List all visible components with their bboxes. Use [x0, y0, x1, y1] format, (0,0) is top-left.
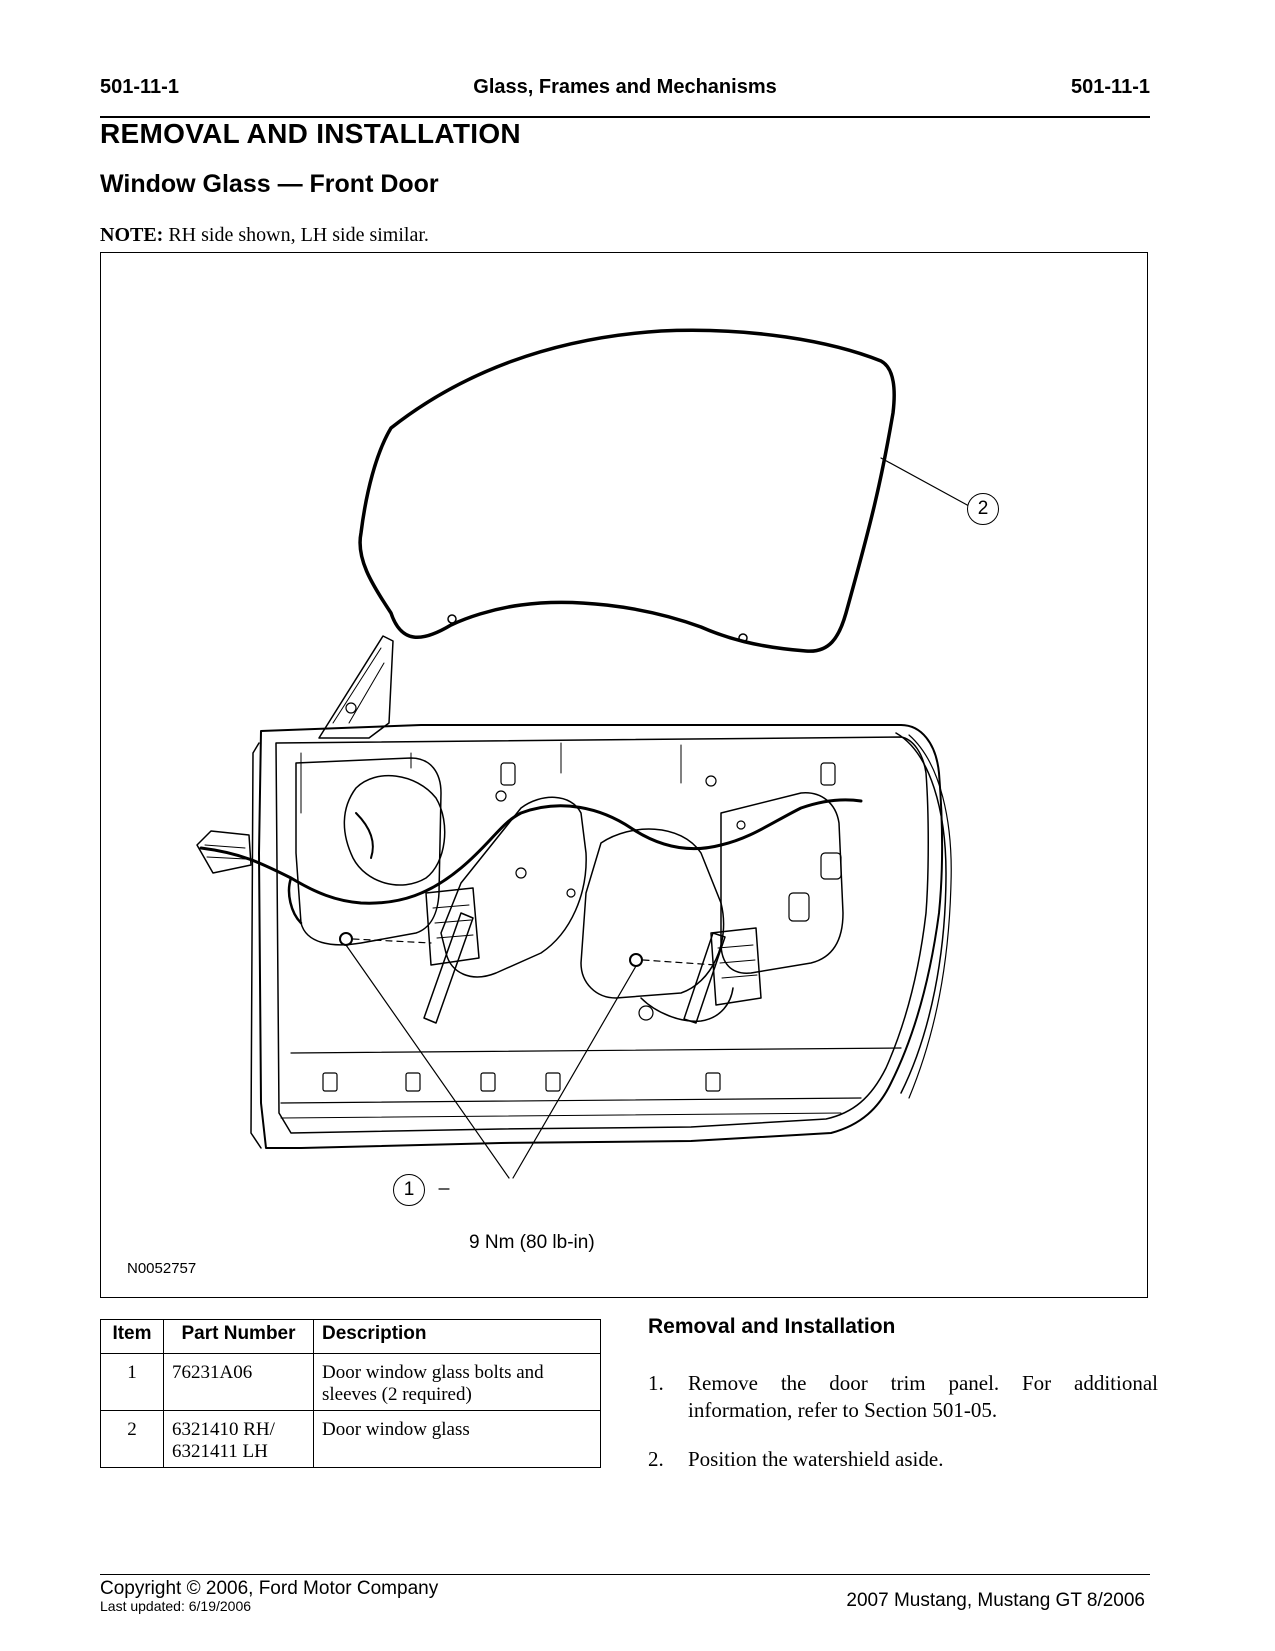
mirror-sail	[318, 635, 394, 739]
wiring-harness	[199, 798, 863, 905]
note: NOTE: RH side shown, LH side similar.	[100, 224, 429, 247]
window-regulator-front	[423, 912, 474, 1024]
page-subtitle: Window Glass — Front Door	[100, 170, 439, 198]
procedure-heading: Removal and Installation	[648, 1315, 896, 1338]
torque-spec: 9 Nm (80 lb-in)	[469, 1232, 595, 1253]
header-section-right: 501-11-1	[1071, 76, 1150, 98]
procedure-step: 1. Remove the door trim panel. For addit…	[648, 1370, 1158, 1430]
vehicle-model: 2007 Mustang, Mustang GT 8/2006	[846, 1590, 1145, 1611]
callout-2: 2	[967, 493, 999, 525]
glass-bolt-hole	[447, 614, 457, 624]
callout-1-leader	[512, 965, 637, 1179]
inner-panel-cutout	[295, 757, 442, 946]
note-text: RH side shown, LH side similar.	[163, 224, 429, 246]
door-inner-edge	[275, 736, 929, 1134]
callout-1: 1	[393, 1174, 425, 1206]
harness-connector	[196, 830, 252, 874]
table-header-row: Item Part Number Description	[100, 1319, 601, 1354]
inner-panel-cutout	[440, 796, 587, 978]
window-regulator-rear	[683, 932, 726, 1024]
note-label: NOTE:	[100, 224, 164, 246]
figure-id: N0052757	[127, 1260, 197, 1277]
step-text: Remove the door trim panel. For addition…	[688, 1371, 1158, 1422]
speaker-opening	[343, 775, 446, 886]
callout-2-leader	[880, 457, 970, 507]
step-text: Position the watershield aside.	[688, 1447, 944, 1471]
header-section-left: 501-11-1	[100, 76, 179, 98]
glass-bolt-front	[339, 932, 353, 946]
table-row: 1 76231A06 Door window glass bolts and s…	[100, 1353, 601, 1411]
glass-bolt-rear	[629, 953, 643, 967]
door-glass-illustration: 2 1 9 Nm (80 lb-in) N0052757	[100, 252, 1148, 1298]
regulator-motor-rear	[710, 927, 762, 1006]
parts-table: Item Part Number Description 1 76231A06 …	[100, 1319, 601, 1468]
last-updated: Last updated: 6/19/2006	[100, 1598, 252, 1614]
step-number: 2.	[648, 1447, 664, 1471]
regulator-motor-front	[425, 887, 480, 966]
copyright: Copyright © 2006, Ford Motor Company	[100, 1578, 439, 1599]
door-outer-shell	[258, 724, 943, 1149]
column-header-part-number: Part Number	[163, 1319, 314, 1354]
part-number-cell: 6321410 RH/6321411 LH	[163, 1410, 314, 1468]
description-cell: Door window glass bolts and sleeves (2 r…	[313, 1353, 601, 1411]
part-number-rh: 6321410 RH/	[172, 1419, 275, 1440]
part-number-cell: 76231A06	[163, 1353, 314, 1411]
item-cell: 2	[100, 1410, 164, 1468]
item-cell: 1	[100, 1353, 164, 1411]
page-title: REMOVAL AND INSTALLATION	[100, 118, 521, 149]
column-header-description: Description	[313, 1319, 601, 1354]
window-glass-shape	[358, 328, 896, 653]
column-header-item: Item	[100, 1319, 164, 1354]
callout-1-leader	[345, 944, 510, 1179]
table-row: 2 6321410 RH/6321411 LH Door window glas…	[100, 1410, 601, 1468]
step-number: 1.	[648, 1371, 664, 1395]
glass-bolt-hole	[738, 633, 748, 643]
header-chapter-title: Glass, Frames and Mechanisms	[473, 76, 777, 98]
inner-panel-cutout	[720, 792, 844, 974]
door-line-drawing	[196, 328, 970, 1190]
procedure-step: 2. Position the watershield aside.	[648, 1446, 1158, 1476]
footer-rule	[100, 1574, 1150, 1575]
description-cell: Door window glass	[313, 1410, 601, 1468]
inner-panel-cutout	[580, 828, 725, 999]
page-header: 501-11-1 Glass, Frames and Mechanisms 50…	[100, 76, 1150, 118]
part-number-lh: 6321411 LH	[172, 1441, 268, 1462]
